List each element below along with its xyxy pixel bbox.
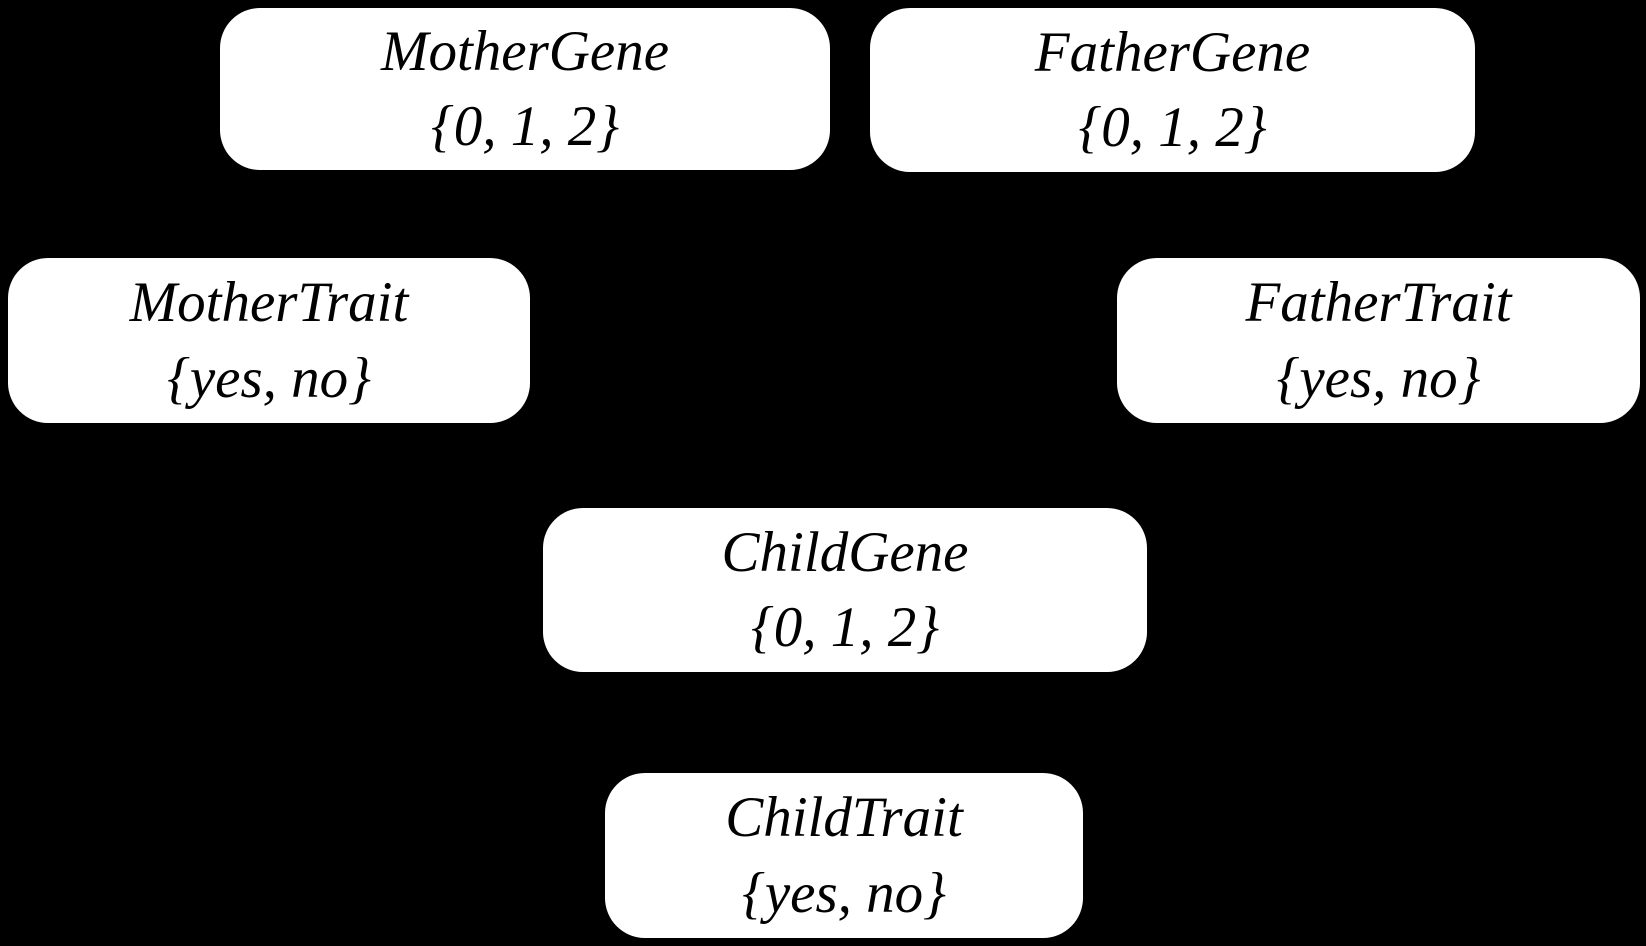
node-father-gene: FatherGene {0, 1, 2}	[870, 8, 1475, 172]
node-mother-trait: MotherTrait {yes, no}	[8, 258, 530, 423]
node-label: MotherGene	[380, 19, 670, 83]
node-label: ChildGene	[721, 520, 969, 584]
node-label: FatherTrait	[1245, 271, 1512, 335]
node-father-trait: FatherTrait {yes, no}	[1117, 258, 1640, 423]
node-domain: {yes, no}	[167, 346, 371, 410]
node-domain: {yes, no}	[1276, 346, 1481, 410]
node-mother-gene: MotherGene {0, 1, 2}	[220, 8, 830, 170]
node-child-gene: ChildGene {0, 1, 2}	[543, 508, 1147, 672]
node-child-trait: ChildTrait {yes, no}	[605, 773, 1083, 938]
node-domain: {0, 1, 2}	[430, 95, 620, 158]
node-domain: {0, 1, 2}	[1078, 96, 1267, 159]
node-label: ChildTrait	[725, 786, 963, 850]
node-domain: {0, 1, 2}	[750, 596, 940, 659]
node-label: FatherGene	[1034, 20, 1311, 84]
node-domain: {yes, no}	[742, 861, 946, 925]
node-label: MotherTrait	[129, 271, 409, 335]
